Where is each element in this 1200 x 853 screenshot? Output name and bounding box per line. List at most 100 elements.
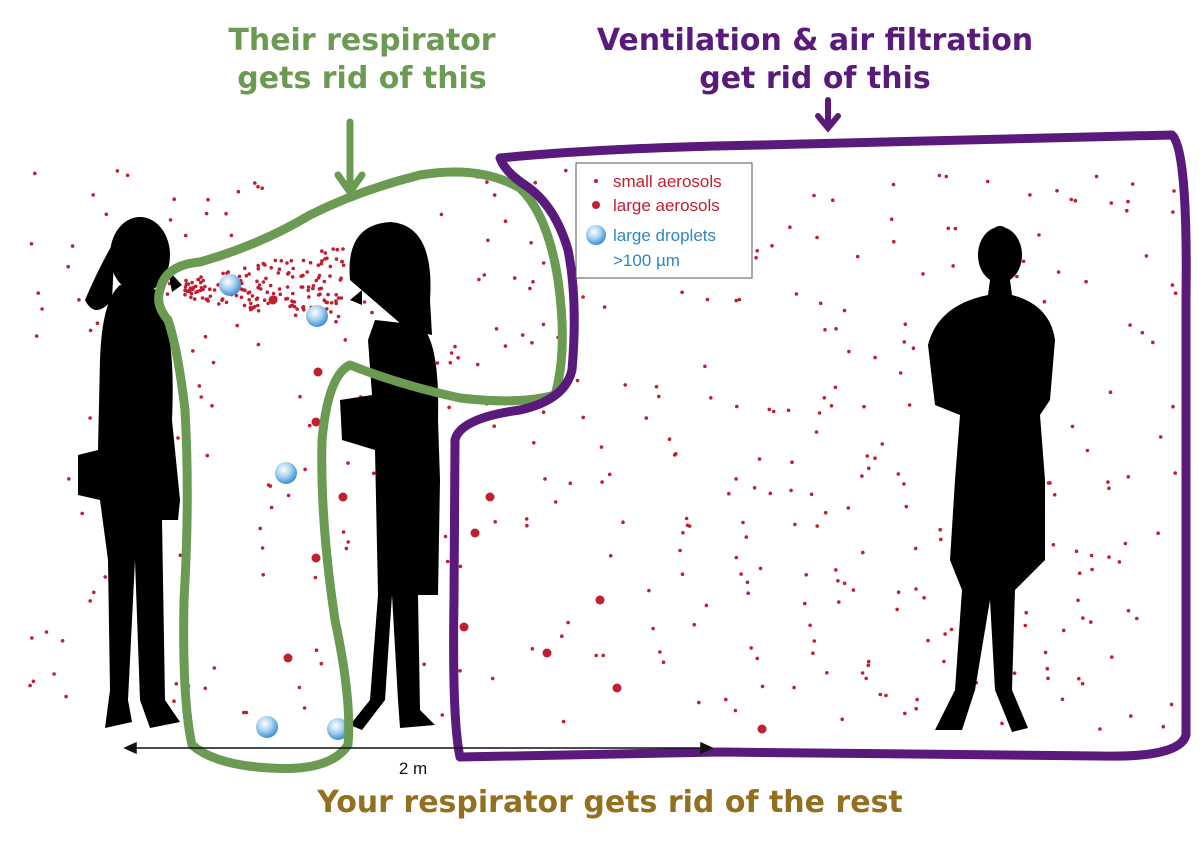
small-aerosol <box>273 258 278 263</box>
person-speaker-silhouette <box>78 217 182 728</box>
small-aerosol <box>657 394 661 399</box>
small-aerosol <box>341 247 345 251</box>
small-aerosol <box>326 292 330 297</box>
small-aerosol <box>277 287 282 291</box>
small-aerosol <box>1128 323 1132 327</box>
small-aerosol <box>318 292 322 297</box>
small-aerosol <box>944 174 949 179</box>
large-aerosol <box>311 417 321 427</box>
small-aerosol <box>189 295 193 300</box>
small-aerosol <box>320 249 324 253</box>
small-aerosol <box>817 411 822 415</box>
ventilation-zone-outline <box>449 130 1191 762</box>
small-aerosol <box>201 278 205 283</box>
small-aerosol <box>174 682 179 686</box>
small-aerosol <box>70 244 75 248</box>
small-aerosol <box>486 238 490 243</box>
small-aerosol <box>292 304 297 309</box>
small-aerosol <box>458 564 463 569</box>
small-aerosol <box>269 505 274 510</box>
small-aerosol <box>734 477 738 481</box>
small-aerosol <box>913 546 918 551</box>
small-aerosol <box>1173 471 1177 475</box>
small-aerosol <box>1151 340 1155 345</box>
small-aerosol <box>261 280 266 284</box>
small-aerosol <box>203 334 208 339</box>
small-aerosol <box>865 454 870 458</box>
small-aerosol <box>316 263 321 268</box>
small-aerosol <box>601 653 605 658</box>
small-aerosol <box>261 573 266 577</box>
small-aerosol <box>946 226 951 231</box>
small-aerosol <box>286 493 291 498</box>
small-aerosol <box>530 341 534 345</box>
small-aerosol <box>1056 270 1061 274</box>
small-aerosol <box>541 322 546 327</box>
small-aerosol <box>229 233 234 238</box>
small-aerosol <box>600 480 604 484</box>
small-aerosol <box>44 630 49 634</box>
small-aerosol <box>1046 676 1050 681</box>
small-aerosol <box>331 247 336 251</box>
large-aerosol-legend-icon <box>592 201 600 209</box>
small-aerosol <box>524 517 529 521</box>
small-aerosol <box>818 301 823 306</box>
small-aerosol <box>448 360 453 365</box>
small-aerosol <box>203 686 208 691</box>
small-aerosol <box>224 211 228 216</box>
small-aerosol <box>268 283 273 288</box>
small-aerosol <box>749 646 753 650</box>
small-aerosol <box>1089 553 1094 558</box>
small-aerosol <box>184 278 188 283</box>
small-aerosol <box>861 550 865 555</box>
small-aerosol <box>812 193 816 198</box>
small-aerosol <box>566 620 570 625</box>
small-aerosol <box>205 453 210 458</box>
small-aerosol <box>276 271 281 275</box>
small-aerosol <box>198 288 203 293</box>
small-aerosol <box>103 575 107 579</box>
small-aerosol <box>651 626 655 631</box>
small-aerosol <box>564 168 568 173</box>
small-aerosol <box>705 297 710 302</box>
small-aerosol <box>290 275 295 279</box>
large-aerosol <box>313 367 323 377</box>
small-aerosol <box>66 264 70 269</box>
small-aerosol <box>737 297 742 302</box>
small-aerosol <box>914 587 918 591</box>
small-aerosol <box>1028 193 1032 197</box>
small-aerosol <box>221 271 225 276</box>
small-aerosol <box>1024 610 1028 615</box>
small-aerosol <box>654 384 659 389</box>
small-aerosol <box>60 639 65 643</box>
small-aerosol <box>760 684 765 689</box>
small-aerosol <box>191 349 195 353</box>
small-aerosol <box>168 218 173 222</box>
small-aerosol <box>621 520 625 524</box>
small-aerosol <box>285 261 289 265</box>
small-aerosol <box>208 294 213 299</box>
their-respirator-caption-line1: Their respirator <box>228 23 495 58</box>
small-aerosol <box>803 601 807 606</box>
small-aerosol <box>266 301 270 306</box>
small-aerosol <box>300 285 305 289</box>
small-aerosol <box>264 276 268 281</box>
small-aerosol <box>199 275 203 279</box>
small-aerosol <box>915 697 919 702</box>
small-aerosol <box>226 270 230 274</box>
small-aerosol <box>914 706 918 711</box>
large-aerosol <box>268 295 278 305</box>
small-aerosol <box>200 296 205 300</box>
large-aerosol <box>283 653 293 663</box>
small-aerosol <box>244 273 249 278</box>
small-aerosol <box>809 492 814 497</box>
small-aerosol <box>862 404 866 409</box>
small-aerosol <box>684 516 689 521</box>
small-aerosol <box>529 241 533 245</box>
small-aerosol <box>907 403 912 407</box>
small-aerosol <box>1081 616 1085 620</box>
small-aerosol <box>260 546 265 550</box>
small-aerosol <box>1144 254 1149 258</box>
small-aerosol <box>329 310 333 314</box>
